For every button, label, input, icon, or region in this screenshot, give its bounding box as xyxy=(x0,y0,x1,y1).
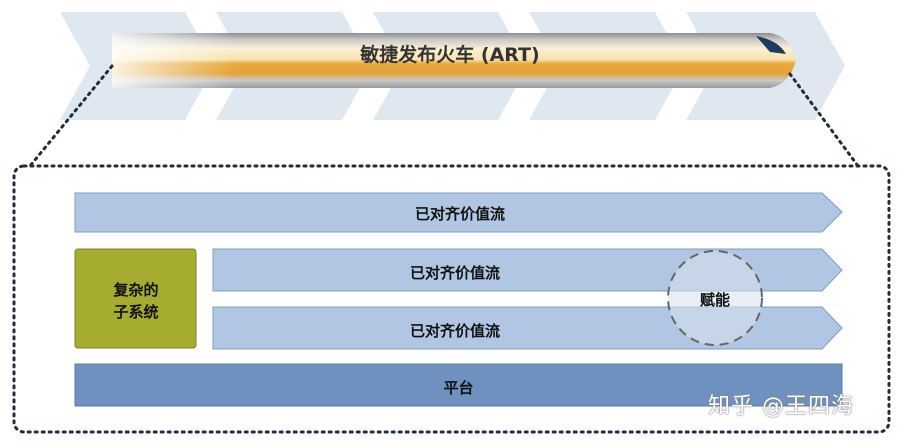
platform-bar xyxy=(74,363,843,407)
enablement-circle xyxy=(667,250,763,346)
zoom-outline xyxy=(12,64,891,434)
platform-label: 平台 xyxy=(443,379,474,397)
value-stream-arrow-1 xyxy=(74,192,843,233)
subsystem-label: 复杂的 子系统 xyxy=(76,279,196,323)
subsystem-label-line1: 复杂的 xyxy=(113,281,159,299)
train-graphic xyxy=(112,33,796,88)
subsystem-label-line2: 子系统 xyxy=(113,303,159,321)
value-stream-label-2: 已对齐价值流 xyxy=(409,264,500,282)
value-stream-label-1: 已对齐价值流 xyxy=(414,205,505,223)
train-nose xyxy=(756,36,786,54)
subsystem-box xyxy=(74,248,197,349)
train-label: 敏捷发布火车 (ART) xyxy=(360,44,540,66)
enablement-label: 赋能 xyxy=(699,291,730,309)
value-stream-label-3: 已对齐价值流 xyxy=(409,322,500,340)
watermark: 知乎 @王四海 xyxy=(708,394,854,419)
